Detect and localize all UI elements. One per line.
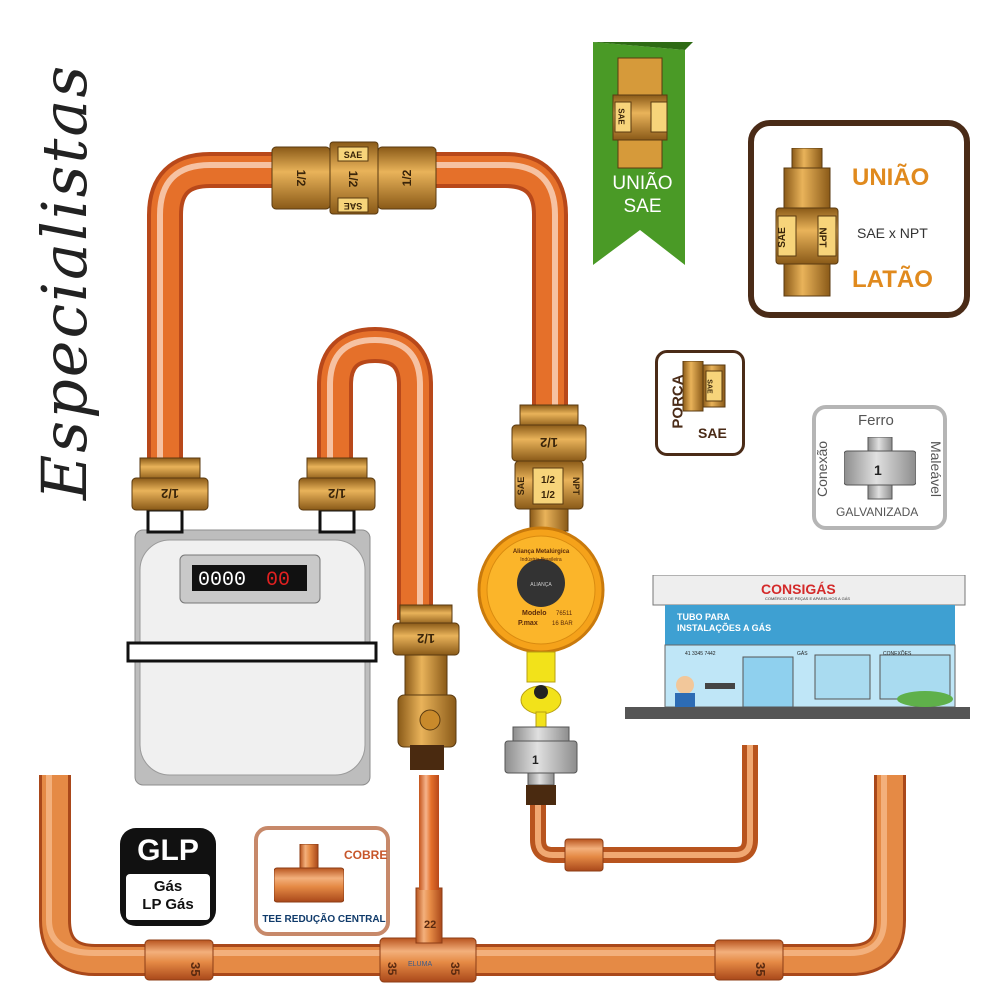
drop-nut-label: 1/2 [417,631,435,646]
uniao-card: SAE NPT UNIÃO SAE x NPT LATÃO [748,120,970,318]
regulator-inlet-nut: 1/2 [511,404,587,462]
porca-nut-icon [682,361,726,412]
meter-nut-left-label: 1/2 [161,486,179,501]
store-brand: CONSIGÁS [761,581,836,597]
ball-valve [397,694,457,770]
badge-line1: UNIÃO [612,173,673,194]
top-union-fitting: 1/2 SAE 1/2 SAE 1/2 [271,141,437,215]
especialistas-script-title: Especialistas [10,64,120,500]
uniao-fitting-icon [775,148,839,297]
adapter-center-top: 1/2 [541,475,555,486]
ferro-bottom-label: GALVANIZADA [836,505,919,519]
store-banner-line1: TUBO PARA [677,612,730,622]
tee-card-title: TEE REDUÇÃO CENTRAL [262,914,386,925]
store-tagline: COMÉRCIO DE PEÇAS E APARELHOS A GÁS [765,596,851,601]
ferro-card: 1 Ferro Conexão Maleável GALVANIZADA [812,405,947,530]
regulator-model-label: Modelo [522,610,547,617]
top-union-sae-top: SAE [344,150,363,160]
glp-card: GLP Gás LP Gás [120,828,216,926]
regulator-outlet-pipe [530,745,758,872]
porca-sae-word: SAE [698,425,727,441]
top-union-sae-bottom: SAE [344,201,363,211]
main-copper-pipe: 35 35 35 22 35 ELUMA [39,775,906,983]
uniao-sae-badge: SAE UNIÃO SAE [585,40,700,270]
right-coupling-label: 35 [753,962,768,976]
drop-nut: 1/2 [392,604,460,696]
store-section-conexoes: CONEXÕES [883,651,912,657]
inner-loop-pipe [317,326,433,620]
porca-word: PORCA [669,374,687,429]
top-union-left-label: 1/2 [294,170,308,187]
tee-branch [415,887,443,944]
glp-title: GLP [137,834,199,867]
top-union-right-label: 1/2 [400,169,414,186]
consigas-store: CONSIGÁS COMÉRCIO DE PEÇAS E APARELHOS A… [625,575,970,720]
left-coupling [144,939,214,981]
galvanized-fitting-icon: 1 [844,437,916,500]
sae-npt-adapter: SAE 1/2 1/2 NPT [514,460,584,532]
tee-brand-label: ELUMA [408,961,432,968]
gas-regulator: Aliança Metalúrgica Indústria Brasileira… [477,526,605,729]
tee-top-label: 22 [424,919,436,931]
ferro-top-label: Ferro [858,412,894,429]
drop-copper-pipe [419,775,439,890]
uniao-card-title: UNIÃO [852,164,930,191]
regulator-nut-label: 1/2 [540,435,558,450]
regulator-pmax-value: 16 BAR [552,621,573,627]
regulator-pmax-label: P.max [518,620,538,627]
top-union-center-label: 1/2 [346,171,360,188]
regulator-model-value: 76511 [556,611,573,617]
tee-fitting [379,937,477,983]
galvanized-tee-number: 1 [532,753,539,767]
regulator-line1: Aliança Metalúrgica [513,549,570,555]
tee-card: COBRE TEE REDUÇÃO CENTRAL [254,826,390,936]
uniao-card-material: LATÃO [852,266,933,293]
ferro-fitting-num: 1 [874,462,882,478]
ferro-right-label: Maleável [928,440,945,498]
right-coupling [714,939,784,981]
adapter-sae-label: SAE [516,477,526,496]
tee-card-material: COBRE [344,848,388,862]
meter-counter-black: 0000 [198,569,246,592]
porca-nut-label: SAE [705,379,713,394]
adapter-center-bottom: 1/2 [541,490,555,501]
badge-line2: SAE [623,196,662,217]
store-phone: 41 3345 7442 [685,651,716,657]
badge-fitting-label: SAE [616,108,626,125]
left-coupling-label: 35 [188,962,203,976]
meter-nut-left: 1/2 [131,457,209,511]
uniao-card-left-label: SAE [776,227,788,248]
regulator-line2: Indústria Brasileira [520,557,562,563]
porca-card: SAE PORCA SAE [655,350,745,456]
ferro-left-label: Conexão [814,440,831,498]
tee-left-label: 35 [385,962,399,976]
meter-nut-right-label: 1/2 [328,486,346,501]
uniao-card-subtitle: SAE x NPT [857,225,928,241]
especialistas-text: Especialistas [28,63,101,500]
meter-counter-red: 00 [266,569,290,592]
glp-line1: Gás [153,878,183,895]
tee-right-label: 35 [448,962,462,976]
glp-line2: LP Gás [142,896,194,913]
copper-tee-icon [274,844,344,903]
galvanized-tee-fitting: 1 [504,726,578,805]
store-banner-line2: INSTALAÇÕES A GÁS [677,623,772,633]
regulator-brand: ALIANÇA [530,582,552,588]
adapter-npt-label: NPT [571,477,581,496]
outlet-coupling [564,838,604,872]
gas-meter: 0000 00 [126,508,378,786]
meter-nut-right: 1/2 [298,457,376,511]
uniao-card-right-label: NPT [816,227,828,248]
store-section-gas: GÁS [797,651,808,657]
